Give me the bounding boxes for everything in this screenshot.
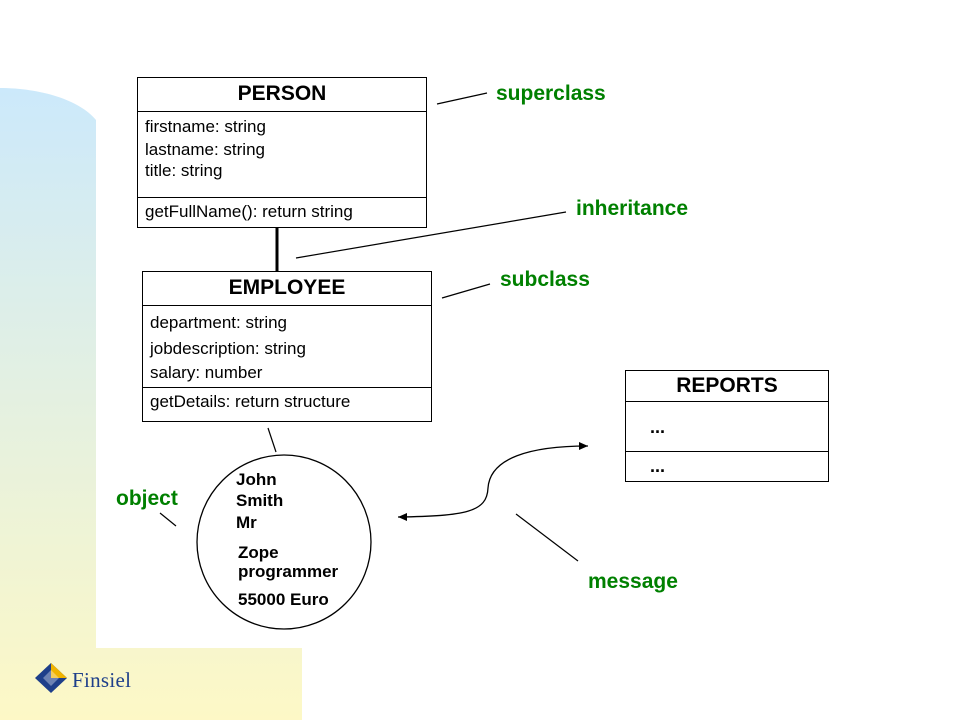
person-attribute: title: string xyxy=(145,161,223,180)
inheritance-annotation: inheritance xyxy=(576,197,689,220)
person-methods: getFullName(): return string xyxy=(138,198,426,223)
employee-attribute: jobdescription: string xyxy=(150,339,306,358)
brand-name: Finsiel xyxy=(72,668,132,692)
reports-methods: ... xyxy=(650,456,666,476)
object-salary: 55000 Euro xyxy=(238,590,329,609)
object-first-name: John xyxy=(236,470,277,489)
superclass-annotation: superclass xyxy=(496,82,606,105)
object-job-line2: programmer xyxy=(238,562,339,581)
finsiel-logo-icon xyxy=(35,663,67,693)
object-title: Mr xyxy=(236,513,257,532)
employee-class-title: EMPLOYEE xyxy=(143,272,431,306)
message-annotation: message xyxy=(588,570,678,593)
employee-class: EMPLOYEE department: string jobdescripti… xyxy=(142,271,432,422)
subclass-annotation: subclass xyxy=(500,268,590,291)
employee-attribute: department: string xyxy=(150,313,288,332)
employee-methods: getDetails: return structure xyxy=(143,388,431,413)
reports-class-title: REPORTS xyxy=(626,371,828,402)
object-last-name: Smith xyxy=(236,491,284,510)
object-annotation: object xyxy=(116,487,178,510)
employee-attributes: department: string jobdescription: strin… xyxy=(143,306,431,388)
person-attributes: firstname: string lastname: string title… xyxy=(138,112,426,198)
reports-attributes: ... xyxy=(626,402,828,452)
person-class: PERSON firstname: string lastname: strin… xyxy=(137,77,427,228)
person-method: getFullName(): return string xyxy=(145,202,353,221)
employee-method: getDetails: return structure xyxy=(150,392,351,411)
reports-class: REPORTS ... ... xyxy=(625,370,829,482)
person-attribute: firstname: string xyxy=(145,117,266,136)
person-attribute: lastname: string xyxy=(145,140,265,159)
object-job-line1: Zope xyxy=(238,543,279,562)
employee-attribute: salary: number xyxy=(150,363,263,382)
person-class-title: PERSON xyxy=(138,78,426,112)
